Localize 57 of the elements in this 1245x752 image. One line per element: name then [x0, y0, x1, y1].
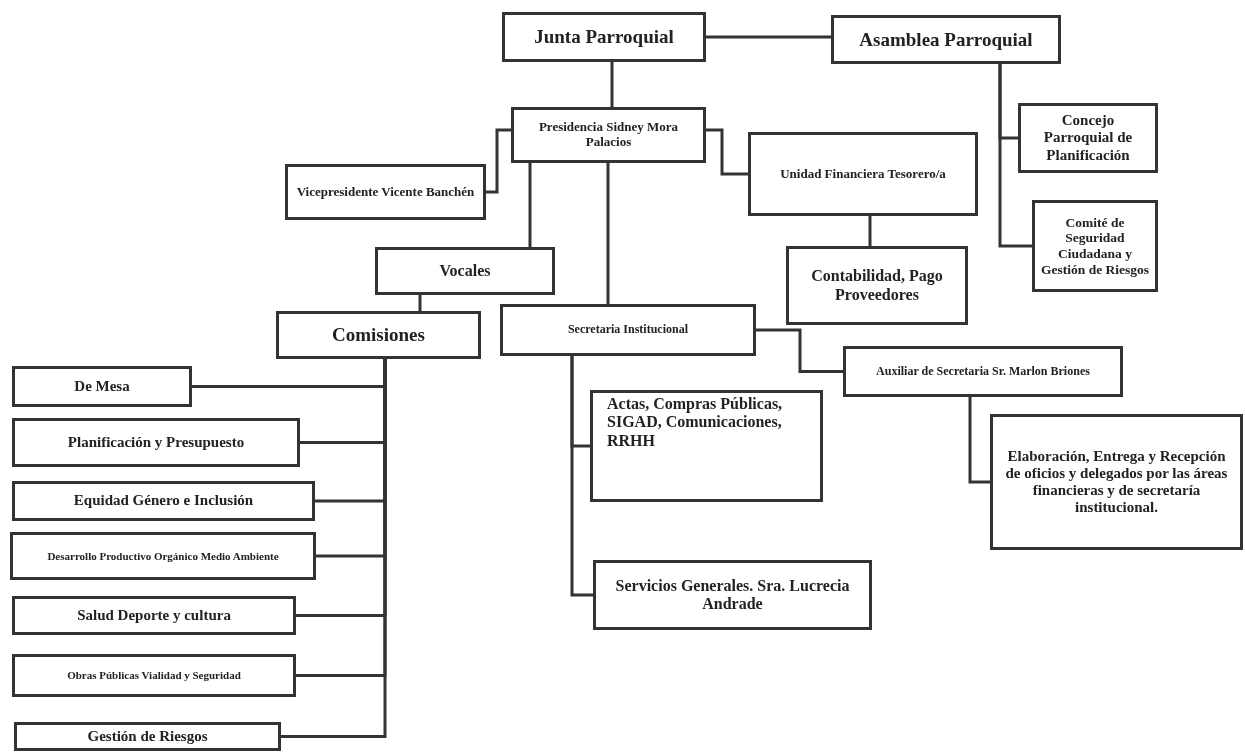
connector-line	[706, 128, 748, 176]
box-text: Comité de Seguridad Ciudadana y Gestión de Riesgos	[1041, 214, 1149, 278]
org-box	[10, 532, 316, 580]
connector-line	[528, 163, 532, 247]
org-box	[276, 311, 481, 359]
box-text: Vicepresidente Vicente Banchén	[296, 184, 475, 200]
box-text: Comisiones	[332, 324, 425, 346]
box-text: De Mesa	[74, 377, 130, 396]
box-text: Junta Parroquial	[534, 26, 674, 48]
org-box	[990, 414, 1243, 550]
box-text: Desarrollo Productivo Orgánico Medio Ambiente	[47, 549, 279, 563]
org-box	[786, 246, 968, 325]
box-text: Auxiliar de Secretaria Sr. Marlon Briones	[876, 364, 1090, 379]
org-box	[12, 596, 296, 635]
box-text: Contabilidad, Pago Proveedores	[810, 267, 944, 304]
org-box	[12, 654, 296, 697]
connector-line	[868, 216, 872, 246]
connector-line	[998, 64, 1032, 248]
box-text: Unidad Financiera Tesorero/a	[780, 166, 946, 182]
org-box	[12, 418, 300, 467]
box-text: Equidad Género e Inclusión	[73, 492, 254, 510]
connector-line	[610, 62, 614, 107]
connector-line	[486, 128, 511, 194]
org-box	[1032, 200, 1158, 292]
org-box	[502, 12, 706, 62]
box-text: Concejo Parroquial de Planificación	[1042, 112, 1134, 164]
box-text: Gestión de Riesgos	[87, 727, 208, 746]
org-box	[511, 107, 706, 163]
org-box	[831, 15, 1061, 64]
org-box	[375, 247, 555, 295]
box-text: Secretaria Institucional	[567, 323, 689, 337]
org-box	[12, 481, 315, 521]
box-text: Servicios Generales. Sra. Lucrecia Andrade	[614, 576, 851, 614]
connector-line	[706, 35, 831, 39]
box-text: Salud Deporte y cultura	[77, 606, 231, 625]
org-box	[12, 366, 192, 407]
org-box	[500, 304, 756, 356]
connector-line	[570, 356, 593, 597]
box-text: Obras Públicas Vialidad y Seguridad	[67, 669, 241, 682]
connector-line	[756, 328, 843, 373]
org-box	[1018, 103, 1158, 173]
org-box	[843, 346, 1123, 397]
org-box	[748, 132, 978, 216]
box-text: Actas, Compras Públicas, SIGAD, Comunicaciones, RRHH	[607, 395, 784, 451]
org-box	[14, 722, 281, 751]
connector-line	[281, 359, 387, 738]
org-box	[593, 560, 872, 630]
box-text: Presidencia Sidney Mora Palacios	[537, 120, 680, 150]
org-box	[285, 164, 486, 220]
box-text: Planificación y Presupuesto	[67, 433, 245, 452]
org-box	[590, 390, 823, 502]
box-text: Vocales	[439, 261, 491, 281]
box-text: Asamblea Parroquial	[859, 28, 1033, 51]
connector-line	[606, 163, 610, 304]
connector-line	[968, 397, 990, 484]
box-text: Elaboración, Entrega y Recepción de oficios y delegados por las áreas financieras y de secretaría institucional.	[1004, 447, 1229, 517]
connector-line	[418, 295, 422, 311]
